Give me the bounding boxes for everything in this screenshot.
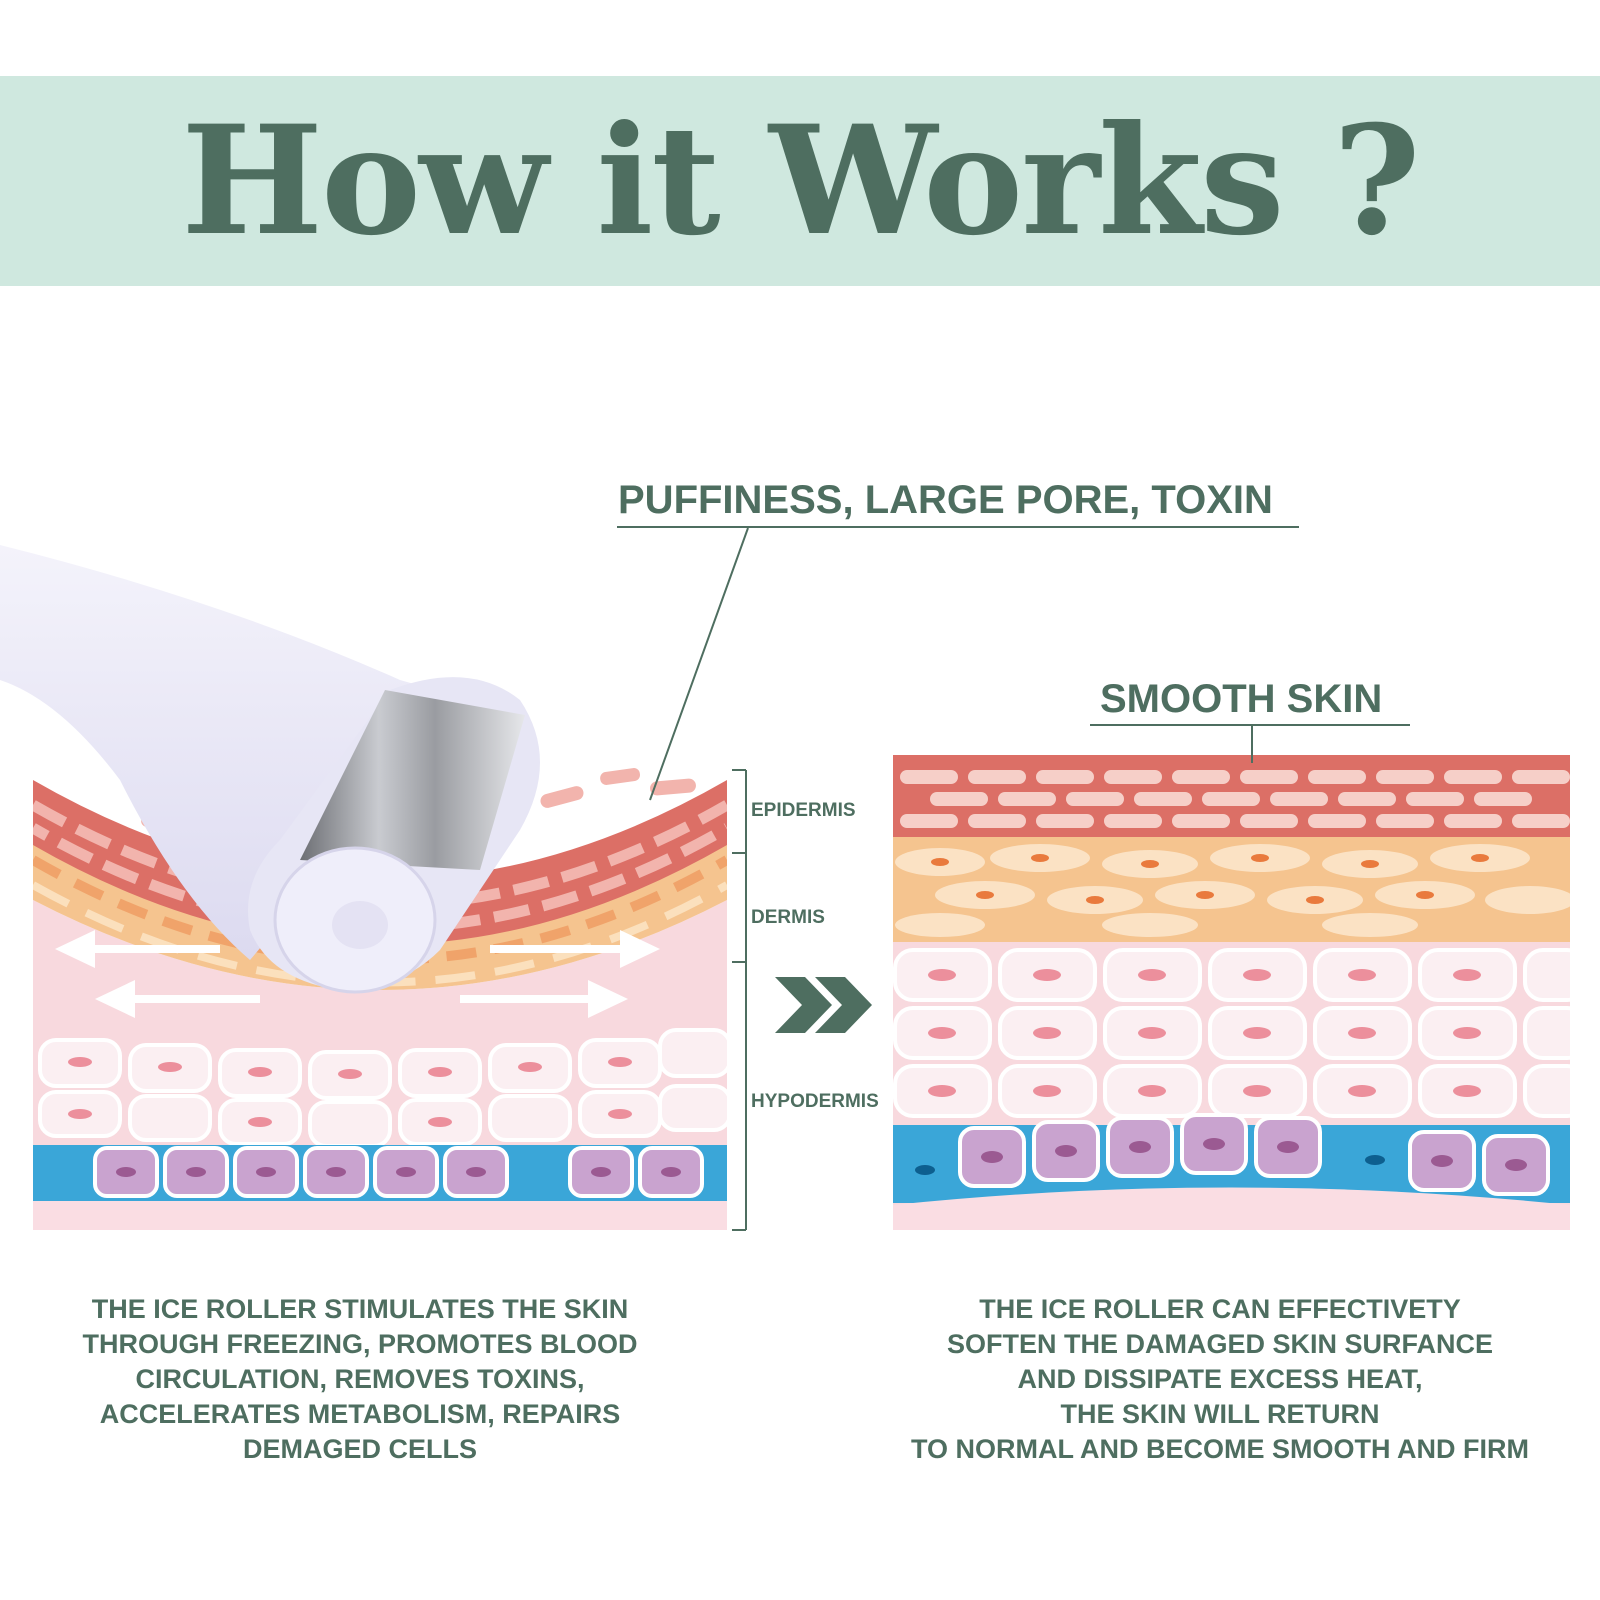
caption-line: TO NORMAL AND BECOME SMOOTH AND FIRM <box>911 1434 1529 1464</box>
page-title: How it Works ? <box>181 93 1420 269</box>
caption-line: SOFTEN THE DAMAGED SKIN SURFANCE <box>946 1329 1494 1359</box>
arrow-right-icon <box>460 930 660 1018</box>
hypodermis-label: HYPODERMIS <box>751 1091 879 1112</box>
caption-line: DEMAGED CELLS <box>242 1434 477 1464</box>
arrow-left-icon <box>55 930 260 1018</box>
problem-callout: PUFFINESS, LARGE PORE, TOXIN <box>618 478 1273 522</box>
caption-line: THE ICE ROLLER STIMULATES THE SKIN <box>91 1294 629 1324</box>
caption-after: THE ICE ROLLER CAN EFFECTIVETY SOFTEN TH… <box>870 1292 1570 1467</box>
dermis-label: DERMIS <box>751 907 825 928</box>
caption-line: AND DISSIPATE EXCESS HEAT, <box>1017 1364 1423 1394</box>
result-callout: SMOOTH SKIN <box>1100 677 1383 721</box>
skin-after <box>893 755 1570 1230</box>
caption-line: CIRCULATION, REMOVES TOXINS, <box>135 1364 585 1394</box>
caption-before: THE ICE ROLLER STIMULATES THE SKIN THROU… <box>40 1292 680 1467</box>
epidermis-label: EPIDERMIS <box>751 800 856 821</box>
caption-line: THE ICE ROLLER CAN EFFECTIVETY <box>979 1294 1461 1324</box>
ice-roller-icon <box>0 545 540 994</box>
double-chevron-right-icon <box>775 977 872 1033</box>
caption-line: ACCELERATES METABOLISM, REPAIRS <box>99 1399 621 1429</box>
caption-line: THROUGH FREEZING, PROMOTES BLOOD <box>82 1329 638 1359</box>
caption-line: THE SKIN WILL RETURN <box>1060 1399 1380 1429</box>
title-banner <box>0 76 1600 286</box>
